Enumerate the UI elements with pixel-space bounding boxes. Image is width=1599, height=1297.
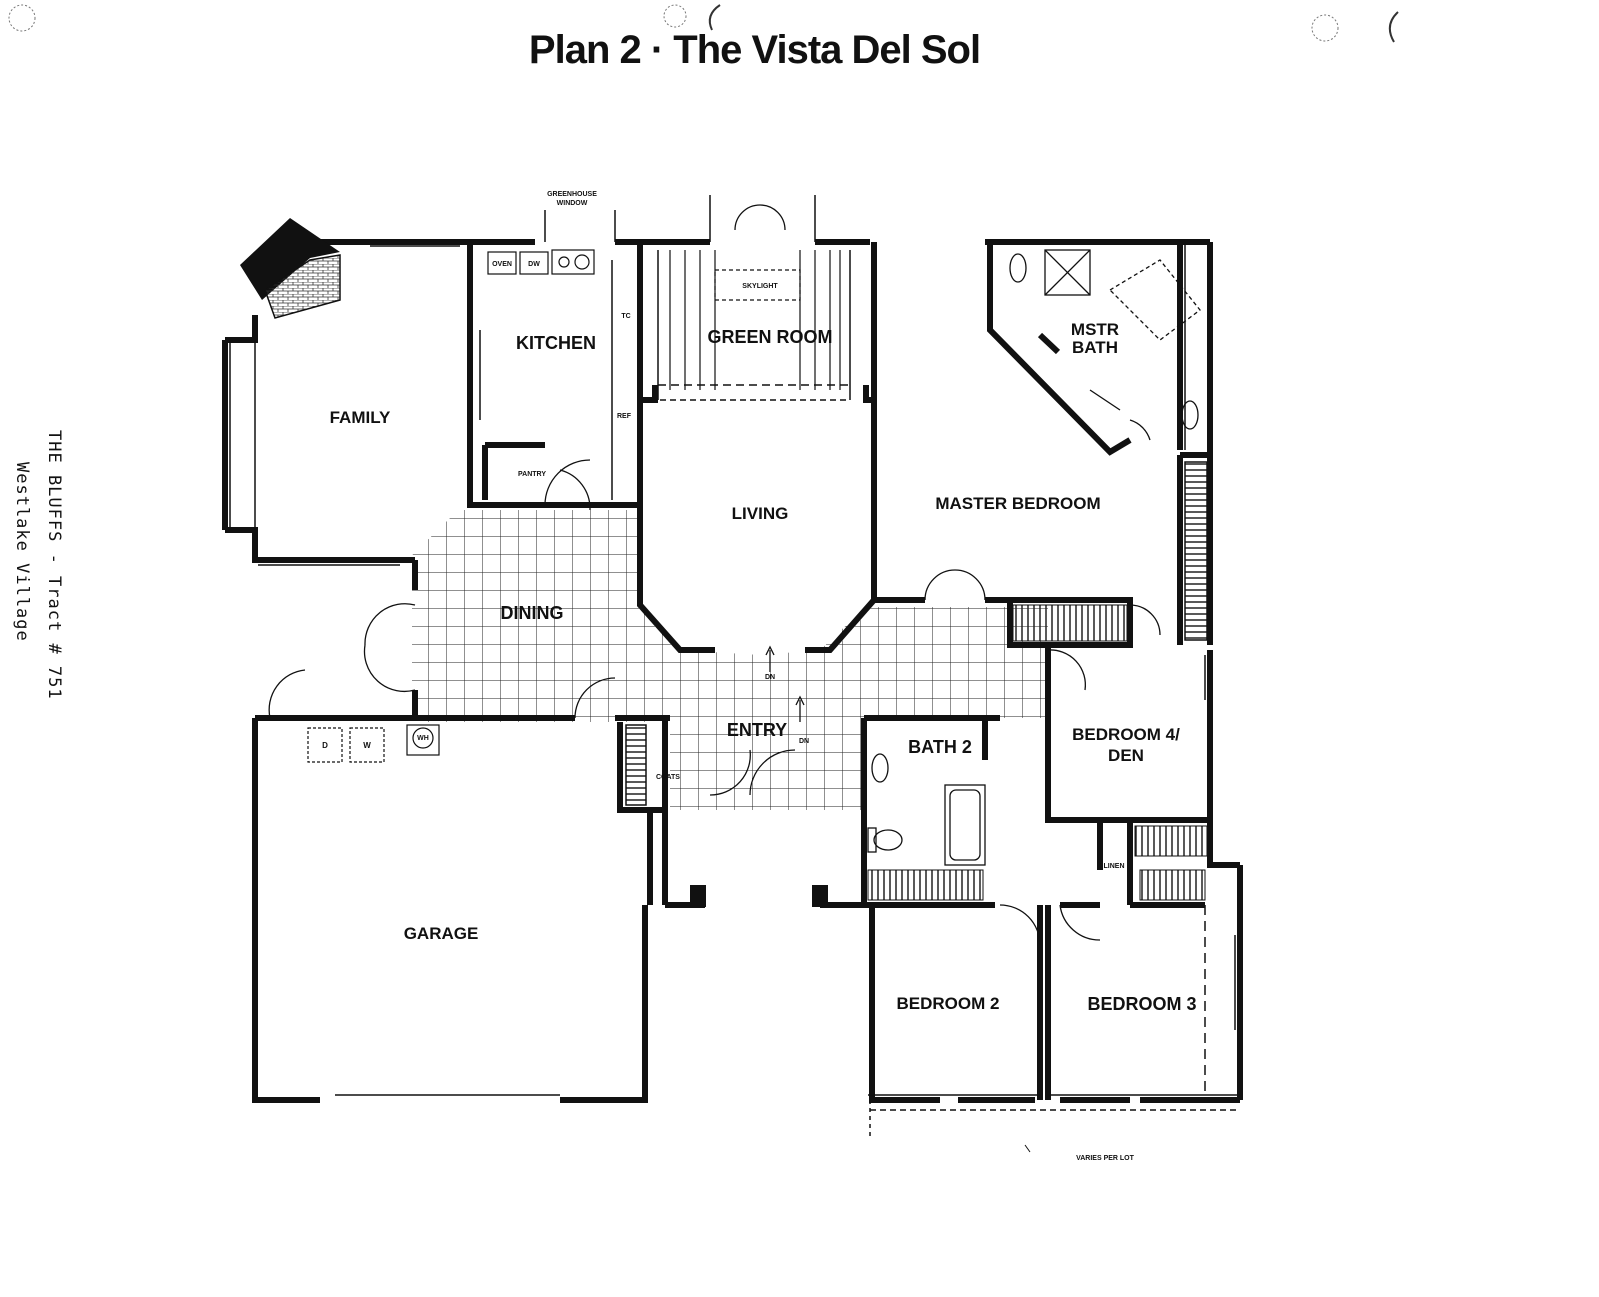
- coats-label: COATS: [656, 774, 680, 781]
- refrigerator-label: REF: [617, 413, 632, 420]
- family-label: FAMILY: [330, 408, 391, 427]
- plan-title: Plan 2 · The Vista Del Sol: [0, 28, 1599, 73]
- linen-label: LINEN: [1104, 863, 1125, 870]
- master-bath-label-line1: MSTR: [1071, 320, 1119, 339]
- plan-title-text: Plan 2 · The Vista Del Sol: [528, 28, 981, 72]
- master-bath-label-line2: BATH: [1072, 338, 1118, 357]
- location-label: Westlake Village: [12, 462, 32, 642]
- entry-label: ENTRY: [727, 720, 787, 740]
- closets: [625, 461, 1208, 901]
- bath-2-label: BATH 2: [908, 737, 972, 757]
- porch-posts: [690, 885, 828, 907]
- master-bath-fixtures: [1009, 249, 1201, 430]
- tract-label: THE BLUFFS - Tract # 751: [44, 430, 64, 700]
- dining-label: DINING: [501, 603, 564, 623]
- oven-label: OVEN: [492, 261, 512, 268]
- green-room-label: GREEN ROOM: [707, 327, 832, 347]
- laundry-fixtures: [307, 724, 440, 763]
- pantry-label: PANTRY: [518, 471, 546, 478]
- dishwasher-label: DW: [528, 261, 540, 268]
- kitchen-label: KITCHEN: [516, 333, 596, 353]
- bedroom-2-label: BEDROOM 2: [897, 994, 1000, 1013]
- down-step-label-1: DN: [765, 674, 775, 681]
- green-room-steps: [669, 250, 841, 390]
- bedroom-3-label: BEDROOM 3: [1087, 994, 1196, 1014]
- down-step-label-2: DN: [799, 738, 809, 745]
- walls: [222, 239, 1243, 1103]
- bedroom-4-label-line2: DEN: [1108, 746, 1144, 765]
- scan-specks: [8, 4, 1399, 43]
- door-swings: [268, 204, 1161, 946]
- master-bedroom-label: MASTER BEDROOM: [935, 494, 1100, 513]
- dryer-label: D: [322, 741, 328, 750]
- living-label: LIVING: [732, 504, 789, 523]
- bedroom-4-label-line1: BEDROOM 4/: [1072, 725, 1180, 744]
- varies-per-lot-note: VARIES PER LOT: [1076, 1155, 1135, 1162]
- windows-thin-walls: [229, 195, 1240, 1140]
- garage-label: GARAGE: [404, 924, 479, 943]
- side-note: THE BLUFFS - Tract # 751 Westlake Villag…: [10, 430, 90, 750]
- greenhouse-window-note-line2: WINDOW: [557, 200, 588, 207]
- greenhouse-window-note-line1: GREENHOUSE: [547, 191, 597, 198]
- fireplace: [240, 218, 341, 319]
- skylight-label: SKYLIGHT: [742, 283, 778, 290]
- washer-label: W: [363, 741, 371, 750]
- trash-compactor-label: TC: [621, 313, 630, 320]
- bath-2-fixtures: [867, 753, 986, 866]
- kitchen-fixtures: [487, 249, 595, 275]
- tile-floor: [412, 510, 1048, 810]
- water-heater-label: WH: [417, 735, 429, 742]
